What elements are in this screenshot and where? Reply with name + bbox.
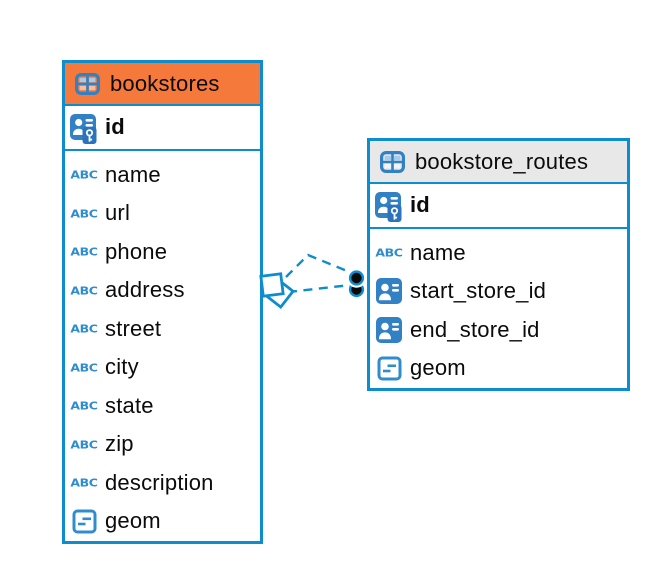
column-name: url xyxy=(105,200,131,226)
column-row-street[interactable]: ABC street xyxy=(65,310,260,349)
overlapping-square-icon[interactable] xyxy=(259,272,285,298)
relationship-line-upper[interactable] xyxy=(285,253,353,278)
column-row-id[interactable]: id xyxy=(65,106,260,151)
column-row-id[interactable]: id xyxy=(370,184,627,229)
connector-dot-icon[interactable] xyxy=(348,270,365,286)
column-name: street xyxy=(105,315,162,341)
column-name: name xyxy=(410,239,466,265)
column-name: id xyxy=(105,114,125,140)
person-ref-icon xyxy=(375,278,403,305)
person-ref-icon xyxy=(375,316,403,343)
table-header[interactable]: bookstore_routes xyxy=(370,141,627,184)
table-header[interactable]: bookstores xyxy=(65,63,260,106)
relationship-line-lower[interactable] xyxy=(287,283,352,294)
text-type-icon: ABC xyxy=(70,168,98,182)
table-icon xyxy=(380,150,405,173)
table-bookstore-routes[interactable]: bookstore_routes id ABC name start_store_… xyxy=(367,138,630,391)
column-name: geom xyxy=(410,355,466,381)
text-type-icon: ABC xyxy=(70,399,98,413)
column-row-phone[interactable]: ABC phone xyxy=(65,233,260,272)
column-name: description xyxy=(105,469,214,495)
column-row-zip[interactable]: ABC zip xyxy=(65,425,260,464)
column-row-geom[interactable]: geom xyxy=(370,349,627,388)
table-icon xyxy=(75,72,100,95)
column-name: address xyxy=(105,277,185,303)
column-name: start_store_id xyxy=(410,278,547,304)
column-row-city[interactable]: ABC city xyxy=(65,348,260,387)
column-name: geom xyxy=(105,508,161,534)
column-row-name[interactable]: ABC name xyxy=(65,156,260,195)
relationship-target-marker[interactable] xyxy=(346,268,367,298)
column-name: zip xyxy=(105,431,134,457)
text-type-icon: ABC xyxy=(70,437,98,451)
text-type-icon: ABC xyxy=(70,206,98,220)
column-row-geom[interactable]: geom xyxy=(65,502,260,541)
relationship-source-marker[interactable] xyxy=(259,272,296,310)
text-type-icon: ABC xyxy=(70,245,98,259)
geometry-type-icon xyxy=(375,355,403,381)
text-type-icon: ABC xyxy=(70,322,98,336)
table-title: bookstore_routes xyxy=(415,148,589,174)
text-type-icon: ABC xyxy=(375,246,403,260)
column-row-address[interactable]: ABC address xyxy=(65,271,260,310)
column-name: end_store_id xyxy=(410,316,540,342)
primary-key-icon xyxy=(375,191,402,223)
text-type-icon: ABC xyxy=(70,283,98,297)
text-type-icon: ABC xyxy=(70,360,98,374)
column-row-state[interactable]: ABC state xyxy=(65,387,260,426)
geometry-type-icon xyxy=(70,508,98,534)
column-row-description[interactable]: ABC description xyxy=(65,464,260,503)
column-name: city xyxy=(105,354,139,380)
column-name: name xyxy=(105,161,161,187)
column-row-url[interactable]: ABC url xyxy=(65,194,260,233)
column-name: state xyxy=(105,392,154,418)
column-name: phone xyxy=(105,238,168,264)
table-title: bookstores xyxy=(110,70,220,96)
column-row-end_store_id[interactable]: end_store_id xyxy=(370,311,627,350)
column-row-name[interactable]: ABC name xyxy=(370,234,627,273)
column-row-start_store_id[interactable]: start_store_id xyxy=(370,272,627,311)
text-type-icon: ABC xyxy=(70,476,98,490)
columns-section: ABC name start_store_id end_store_id geom xyxy=(370,229,627,388)
column-name: id xyxy=(410,192,430,218)
primary-key-icon xyxy=(70,113,97,145)
